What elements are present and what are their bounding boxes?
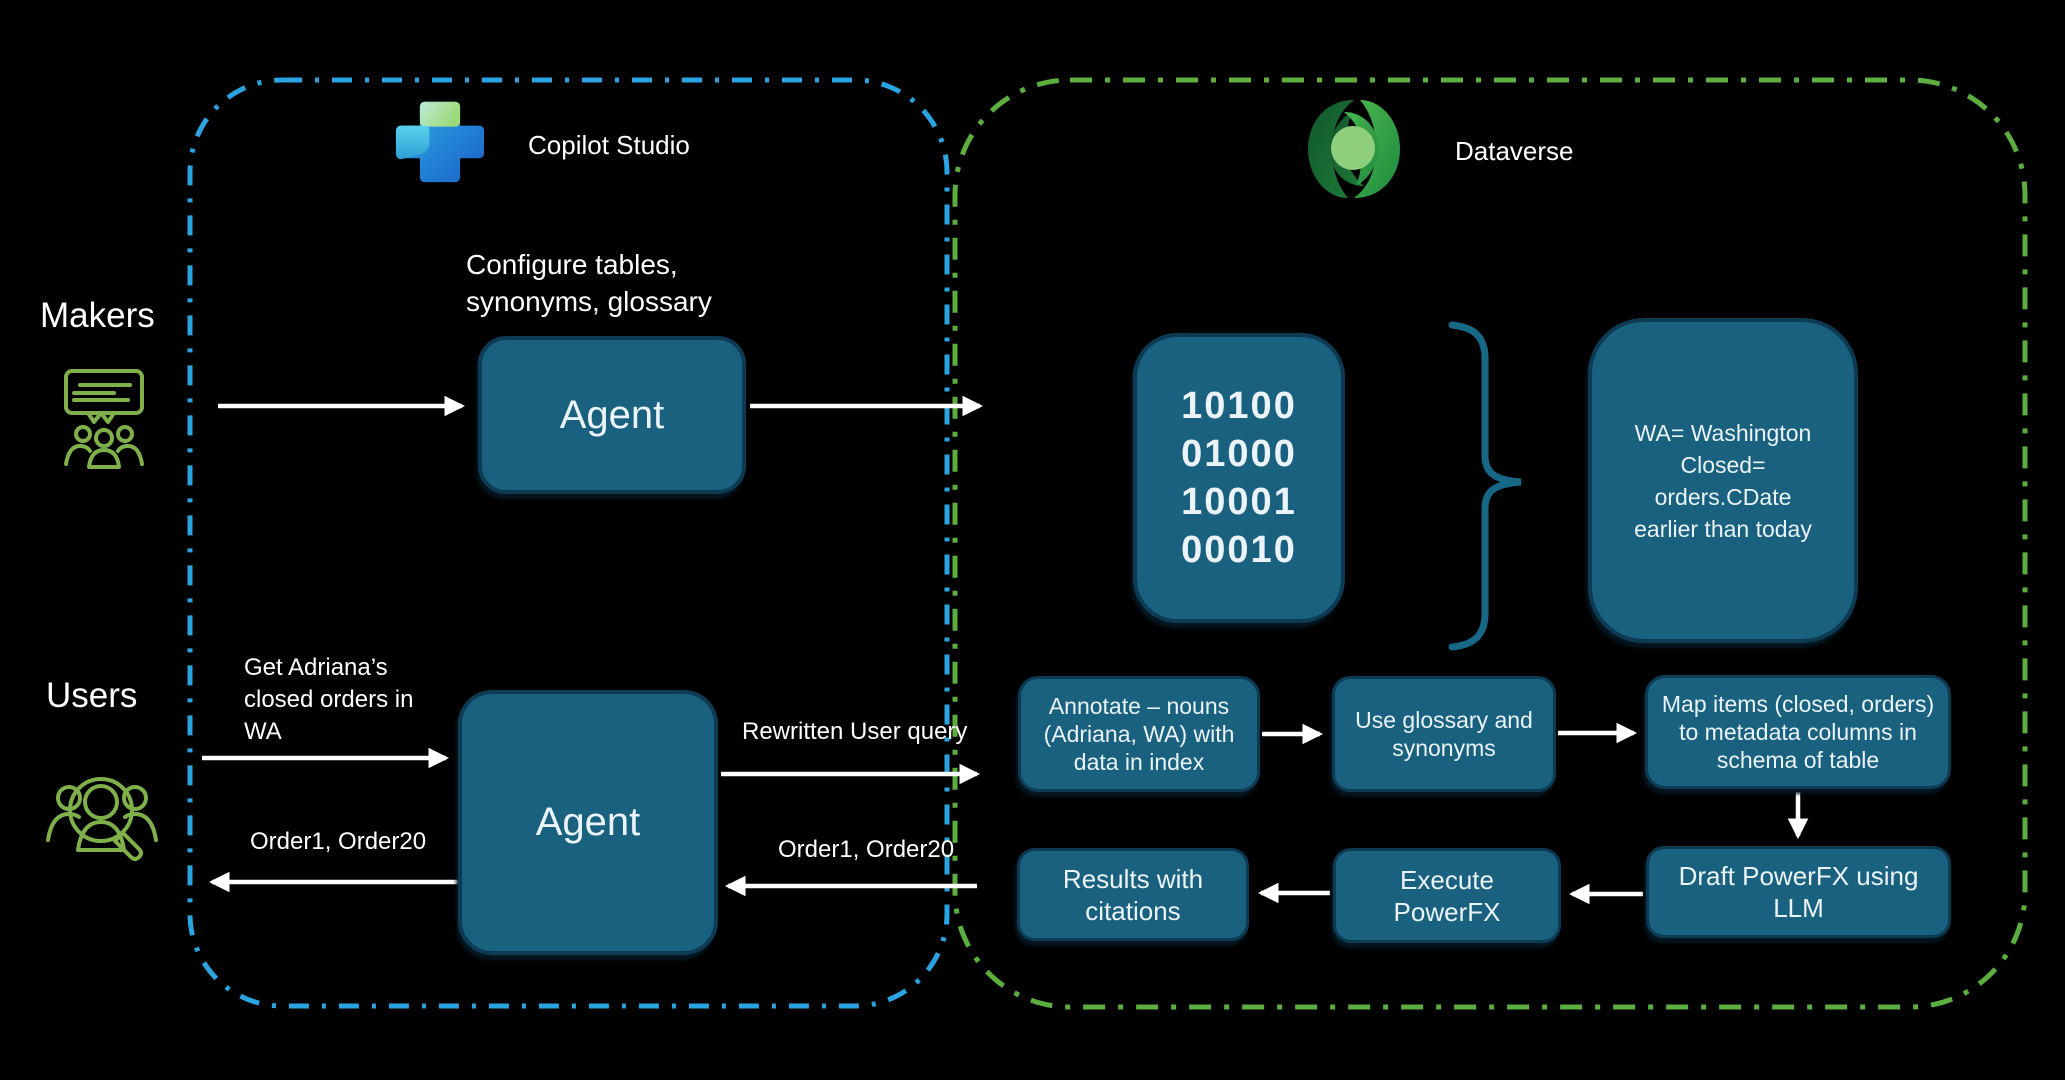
user-result-note: Order1, Order20 bbox=[250, 828, 427, 855]
copilot-studio-region-label: Copilot Studio bbox=[528, 130, 690, 160]
results-box: Results with citations bbox=[1017, 848, 1249, 941]
rewritten-query-note: Rewritten User query bbox=[742, 718, 968, 745]
copilot-studio-icon bbox=[392, 96, 488, 186]
grouping-brace-icon bbox=[1448, 321, 1522, 651]
makers-label: Makers bbox=[40, 296, 155, 335]
draft-powerfx-box: Draft PowerFX using LLM bbox=[1646, 846, 1951, 938]
dataverse-region-label: Dataverse bbox=[1455, 136, 1574, 166]
configure-note: Configure tables, synonyms, glossary bbox=[466, 249, 712, 317]
people-search-icon bbox=[42, 758, 164, 868]
glossary-box: Use glossary and synonyms bbox=[1332, 676, 1556, 792]
user-query-note: Get Adriana’s closed orders in WA bbox=[244, 654, 414, 745]
people-chat-icon bbox=[56, 366, 152, 470]
agent-result-note: Order1, Order20 bbox=[778, 836, 955, 863]
annotate-box: Annotate – nouns (Adriana, WA) with data… bbox=[1018, 676, 1260, 792]
semantics-box: WA= Washington Closed= orders.CDate earl… bbox=[1588, 318, 1858, 643]
users-label: Users bbox=[46, 676, 138, 715]
maker-agent-box: Agent bbox=[478, 336, 746, 494]
execute-powerfx-box: Execute PowerFX bbox=[1333, 848, 1561, 943]
map-items-box: Map items (closed, orders) to metadata c… bbox=[1645, 675, 1951, 789]
vector-index-box: 10100 01000 10001 00010 bbox=[1133, 333, 1345, 623]
dataverse-icon bbox=[1302, 98, 1406, 200]
user-agent-box: Agent bbox=[458, 690, 718, 955]
